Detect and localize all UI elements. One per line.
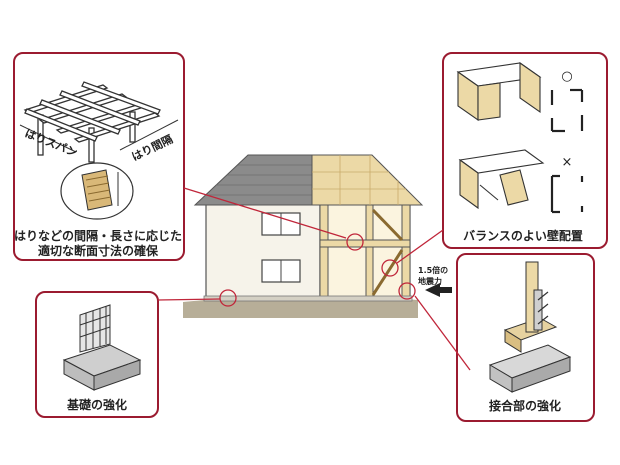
roof-tiles <box>193 154 313 206</box>
balanced-wall-illustration <box>456 61 542 122</box>
house-illustration <box>183 154 424 318</box>
beam-caption-line1: はりなどの間隔・長さに応じた <box>14 228 182 243</box>
foundation-rebar-illustration <box>62 304 142 391</box>
beam-grid-illustration <box>23 81 161 163</box>
force-label-line2: 地震力 <box>418 276 442 286</box>
joint-caption: 接合部の強化 <box>489 398 561 413</box>
spacing-dimension-line <box>119 119 179 151</box>
unbalanced-wall-illustration <box>458 149 545 210</box>
foundation-caption: 基礎の強化 <box>66 397 127 412</box>
beam-cross-section-detail <box>60 162 134 220</box>
seismic-force-arrow <box>425 283 452 297</box>
mark-good: ○ <box>561 69 572 84</box>
mark-bad: × <box>562 155 573 170</box>
joint-hardware-illustration <box>488 261 572 393</box>
callout-wall <box>381 229 444 277</box>
wall-caption: バランスのよい壁配置 <box>463 228 583 243</box>
house-frame-exposed <box>319 203 411 299</box>
bad-wall-plan-icon <box>550 174 584 214</box>
good-wall-plan-icon <box>550 88 584 133</box>
callout-foundation <box>157 289 237 307</box>
span-dimension-line <box>19 124 77 153</box>
callout-joint <box>398 282 471 371</box>
force-label-line1: 1.5倍の <box>418 265 448 275</box>
roof-sheathing <box>311 154 424 206</box>
beam-caption-line2: 適切な断面寸法の確保 <box>38 243 159 258</box>
callout-beam <box>183 187 364 251</box>
house-foundation <box>203 295 413 302</box>
